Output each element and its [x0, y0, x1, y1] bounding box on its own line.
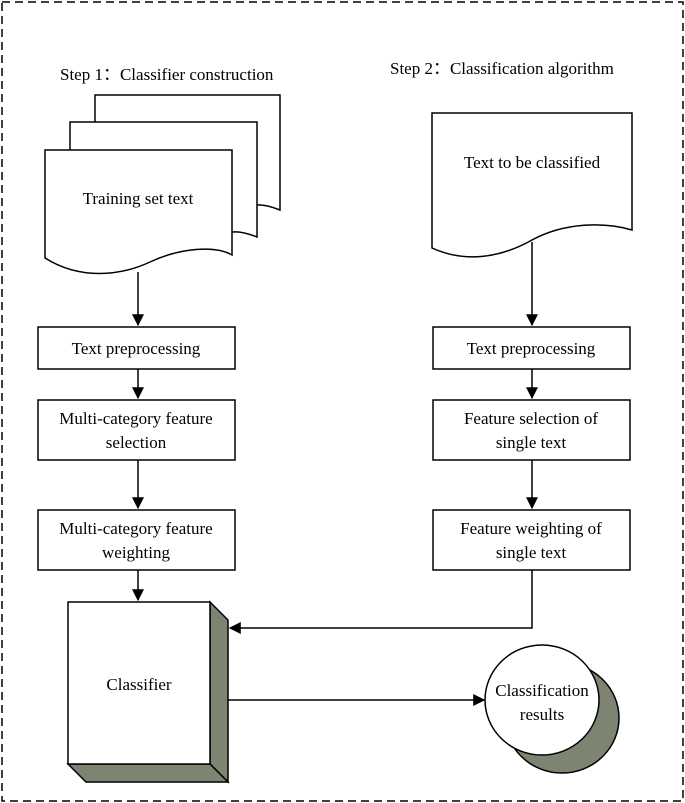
right-feature-selection-box — [432, 399, 631, 461]
classifier-label: Classifier — [106, 675, 171, 694]
results-label-line2: results — [520, 705, 564, 724]
document-front — [44, 149, 233, 275]
left-feature-weighting-line2: weighting — [102, 543, 170, 562]
classifier-bottom-face — [66, 763, 230, 783]
results-circle — [484, 644, 600, 756]
input-text-label: Text to be classified — [464, 153, 601, 172]
arrow-right-weighting-to-classifier — [228, 570, 533, 634]
classifier-front-face — [67, 601, 211, 765]
right-feature-selection-line2: single text — [496, 433, 567, 452]
left-feature-weighting-box — [37, 509, 236, 571]
right-preprocessing-label: Text preprocessing — [467, 339, 596, 358]
left-feature-weighting-line1: Multi-category feature — [59, 519, 212, 538]
results-label-line1: Classification — [495, 681, 589, 700]
training-set-label: Training set text — [83, 189, 194, 208]
left-feature-selection-line1: Multi-category feature — [59, 409, 212, 428]
step1-header: Step 1：Classifier construction — [60, 65, 274, 84]
right-feature-weighting-box — [432, 509, 631, 571]
step2-header: Step 2：Classification algorithm — [390, 59, 614, 78]
classifier-box — [66, 600, 230, 784]
left-preprocessing-box — [37, 326, 236, 370]
right-preprocessing-box — [432, 326, 631, 370]
left-feature-selection-line2: selection — [106, 433, 167, 452]
right-feature-weighting-line2: single text — [496, 543, 567, 562]
classifier-side-face — [209, 600, 229, 784]
left-feature-selection-box — [37, 399, 236, 461]
training-set-documents — [44, 94, 281, 275]
left-preprocessing-label: Text preprocessing — [72, 339, 201, 358]
right-feature-selection-line1: Feature selection of — [464, 409, 598, 428]
right-feature-weighting-line1: Feature weighting of — [460, 519, 602, 538]
input-text-document — [431, 112, 633, 258]
